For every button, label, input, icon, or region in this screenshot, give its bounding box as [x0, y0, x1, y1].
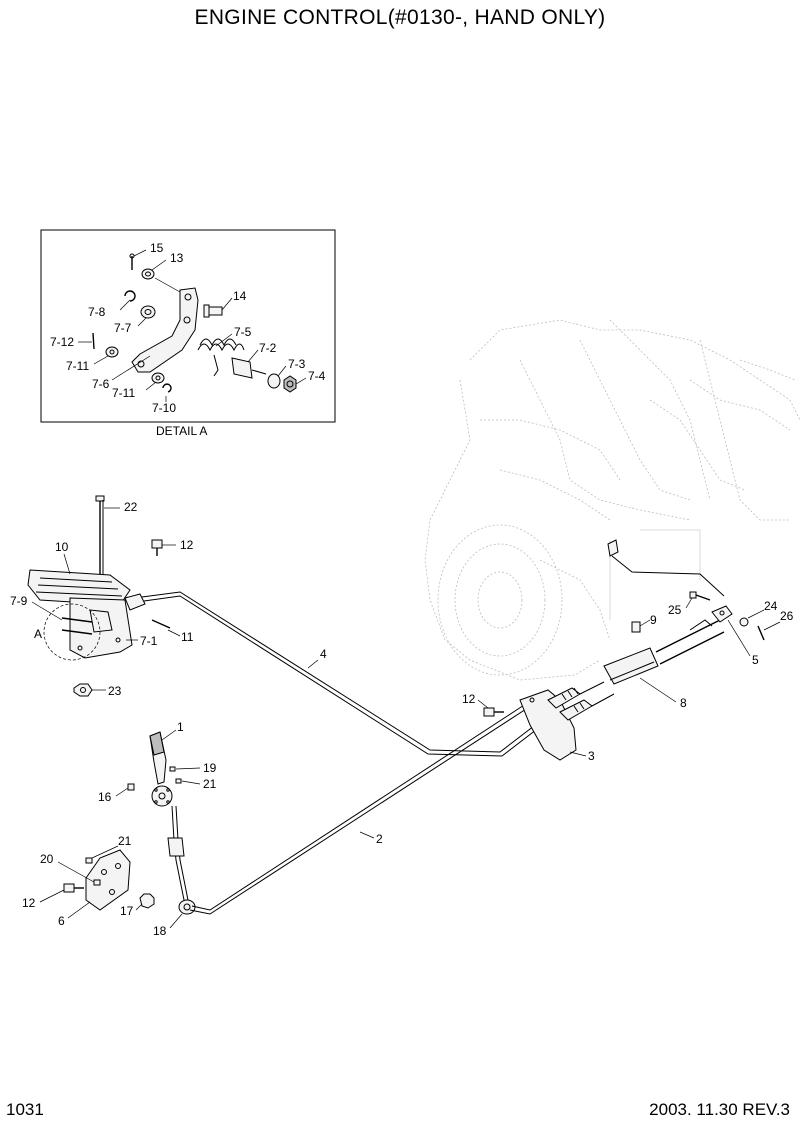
- page-title: ENGINE CONTROL(#0130-, HAND ONLY): [194, 6, 606, 29]
- callout-25: 25: [668, 603, 682, 617]
- revision-date: 2003. 11.30 REV.3: [649, 1100, 790, 1119]
- callout-3: 3: [588, 749, 595, 763]
- callout-18: 18: [153, 924, 167, 938]
- callout-7-7: 7-7: [114, 321, 132, 335]
- callout-12-lower: 12: [22, 896, 36, 910]
- callout-21-top: 21: [203, 777, 217, 791]
- engine-linkage: [483, 539, 765, 761]
- callout-1: 1: [177, 720, 184, 734]
- callout-7-8: 7-8: [88, 305, 106, 319]
- cable-4: [141, 591, 561, 753]
- callout-15: 15: [150, 241, 164, 255]
- callout-12-top: 12: [180, 538, 194, 552]
- callout-7-11-left: 7-11: [66, 359, 89, 373]
- callout-7-11-right: 7-11: [112, 386, 135, 400]
- callout-17: 17: [120, 904, 134, 918]
- callout-4: 4: [320, 647, 327, 661]
- engine-ghost-outline: [424, 319, 800, 681]
- callout-9: 9: [650, 613, 657, 627]
- callout-24: 24: [764, 599, 778, 613]
- callout-19: 19: [203, 761, 217, 775]
- callout-6: 6: [58, 914, 65, 928]
- callout-2: 2: [376, 832, 383, 846]
- callout-7-1: 7-1: [140, 634, 158, 648]
- callout-20: 20: [40, 852, 54, 866]
- callout-8: 8: [680, 696, 687, 710]
- callout-7-12: 7-12: [50, 335, 74, 349]
- detail-a-marker: [43, 603, 101, 661]
- detail-a-parts: [92, 253, 297, 393]
- callout-7-6: 7-6: [92, 377, 110, 391]
- callout-13: 13: [170, 251, 184, 265]
- callout-7-3: 7-3: [288, 357, 306, 371]
- page-number: 1031: [6, 1100, 44, 1119]
- callout-7-9: 7-9: [10, 594, 28, 608]
- callout-12-right: 12: [462, 692, 476, 706]
- cable-2: [189, 699, 541, 915]
- callout-7-2: 7-2: [259, 341, 277, 355]
- detail-a-frame: [40, 229, 336, 423]
- callout-22: 22: [124, 500, 138, 514]
- callout-5: 5: [752, 653, 759, 667]
- callout-7-4: 7-4: [308, 369, 326, 383]
- callout-7-5: 7-5: [234, 325, 252, 339]
- callout-26: 26: [780, 609, 794, 623]
- callout-14: 14: [233, 289, 247, 303]
- callout-23: 23: [108, 684, 122, 698]
- callout-16: 16: [98, 790, 112, 804]
- callout-a: A: [34, 627, 42, 641]
- callout-21-bottom: 21: [118, 834, 132, 848]
- pedal-assembly: [27, 495, 171, 697]
- callout-7-10: 7-10: [152, 401, 176, 415]
- callout-10: 10: [55, 540, 69, 554]
- detail-a-caption: DETAIL A: [156, 424, 207, 438]
- callout-11: 11: [181, 630, 194, 644]
- hand-throttle-assembly: [63, 731, 196, 915]
